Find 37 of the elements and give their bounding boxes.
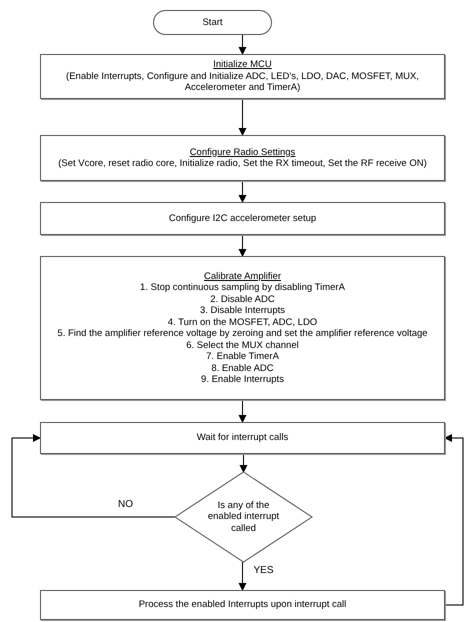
process-box — [40, 135, 445, 181]
terminal-shape — [153, 10, 272, 35]
box-text: 3. Disable Interrupts — [200, 305, 285, 316]
arrow — [12, 434, 176, 518]
box-text: 6. Select the MUX channel — [186, 340, 299, 351]
arrow — [238, 98, 246, 136]
arrow — [238, 180, 246, 203]
process-box — [40, 202, 445, 235]
box-heading: Calibrate Amplifier — [204, 270, 282, 282]
box-text: Process the enabled Interrupts upon interrupt call — [138, 599, 346, 611]
box-text: 8. Enable ADC — [211, 362, 274, 374]
box-heading: Initialize MCU — [213, 59, 272, 71]
box-text: Configure I2C accelerometer setup — [168, 212, 316, 224]
process-box — [40, 590, 445, 620]
box-text: Is any of the enabled interrupt called — [207, 500, 280, 534]
arrow — [238, 562, 246, 591]
edge-label: NO — [117, 500, 134, 510]
box-heading: Configure Radio Settings — [190, 146, 296, 158]
box-text: 2. Disable ADC — [210, 294, 275, 305]
process-box — [40, 256, 445, 400]
arrow — [238, 34, 246, 55]
process-box — [40, 54, 445, 99]
box-text: Wait for interrupt calls — [196, 432, 288, 444]
box-text: Start — [202, 16, 223, 28]
box-text: (Enable Interrupts, Configure and Initialize ADC, LED's, LDO, DAC, MOSFET, MUX, Accelerometer and TimerA) — [65, 70, 420, 94]
box-text: 7. Enable TimerA — [206, 351, 279, 362]
arrow — [444, 434, 464, 606]
arrow — [238, 400, 246, 423]
box-text: 9. Enable Interrupts — [201, 374, 284, 386]
box-text: 1. Stop continuous sampling by disabling TimerA — [140, 282, 345, 294]
box-text: 4. Turn on the MOSFET, ADC, LDO — [168, 316, 318, 328]
box-text: (Set Vcore, reset radio core, Initialize radio, Set the RX timeout, Set the RF receive ON) — [58, 158, 427, 170]
arrow — [238, 234, 246, 257]
box-text: 5. Find the amplifier reference voltage by zeroing and set the amplifier reference voltage — [57, 328, 428, 340]
edge-label: YES — [252, 566, 275, 576]
arrow — [240, 454, 248, 473]
process-box — [40, 422, 445, 454]
